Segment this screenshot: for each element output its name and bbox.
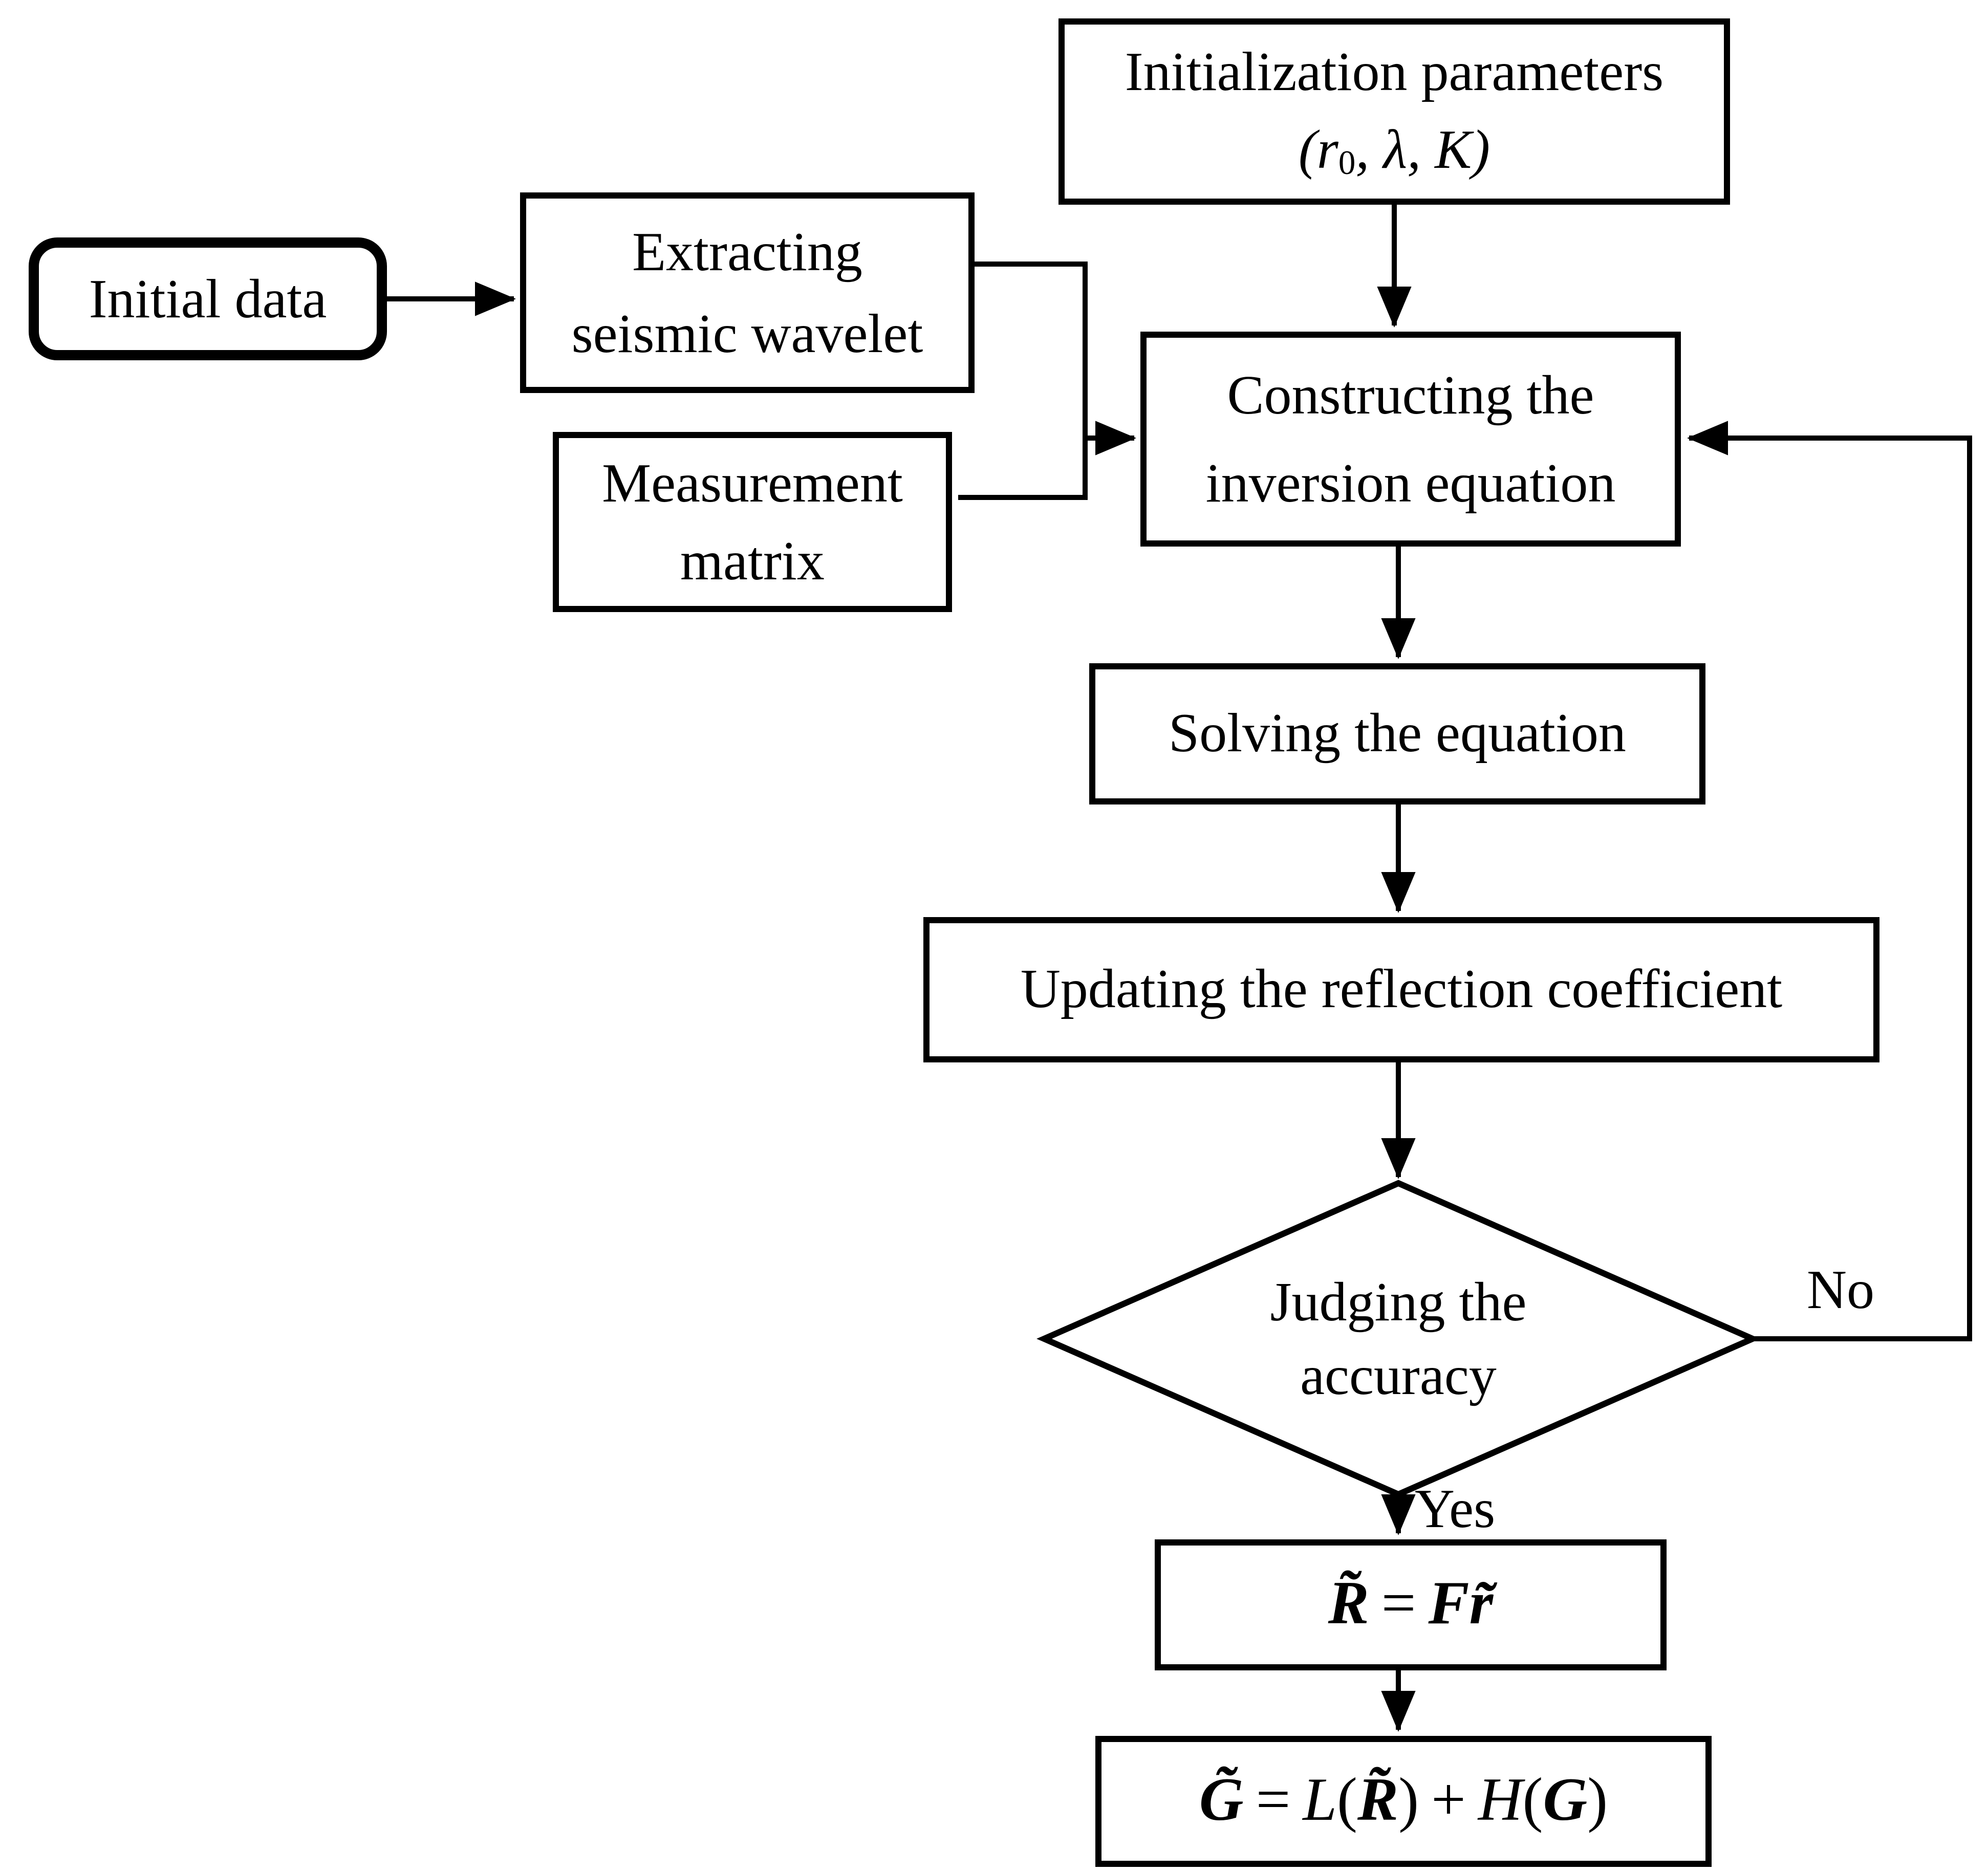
formula-r-equals: = [1381, 1570, 1416, 1638]
node-constructing-inversion-equation: Constructing the inversion equation [1140, 332, 1681, 547]
judging-line1: Judging the [1270, 1270, 1527, 1332]
constructing-line2: inversion equation [1205, 452, 1616, 514]
extracting-line2: seismic wavelet [571, 303, 923, 365]
updating-label: Updating the reflection coefficient [1020, 959, 1783, 1020]
formula-g-open2: ( [1522, 1767, 1543, 1835]
formula-g-equals: = [1256, 1767, 1291, 1835]
node-solving-equation: Solving the equation [1089, 663, 1705, 804]
node-initialization-parameters: Initialization parameters (r0, λ, K) [1058, 18, 1730, 205]
node-measurement-matrix: Measurement matrix [553, 432, 952, 612]
init-params-line1: Initialization parameters [1125, 40, 1664, 102]
node-judging-accuracy: Judging the accuracy [1194, 1257, 1603, 1421]
formula-r-F: F [1428, 1570, 1470, 1638]
init-params-line2: (r0, λ, K) [1299, 118, 1490, 183]
formula-r-lhs: R̃ [1328, 1570, 1369, 1638]
init-params-subscript: 0 [1338, 142, 1356, 182]
formula-g-lhs: G̃ [1199, 1767, 1244, 1835]
node-updating-reflection-coefficient: Updating the reflection coefficient [923, 917, 1879, 1062]
node-formula-g: G̃=L(R̃)+H(G) [1095, 1736, 1712, 1867]
formula-g-H: H [1478, 1767, 1523, 1835]
formula-g-close2: ) [1587, 1767, 1608, 1835]
edge-judging-no-feedback-to-constructing [1687, 421, 1972, 1341]
no-label: No [1807, 1259, 1874, 1320]
judging-line2: accuracy [1300, 1345, 1497, 1406]
constructing-line1: Constructing the [1227, 364, 1594, 426]
init-params-rest: , λ, K) [1355, 118, 1490, 180]
formula-g-open1: ( [1337, 1767, 1357, 1835]
measurement-line2: matrix [680, 529, 825, 591]
init-params-paren-r: (r [1298, 118, 1338, 180]
extracting-line1: Extracting [632, 220, 862, 281]
initial-data-label: Initial data [89, 268, 327, 330]
formula-g-G: G [1543, 1767, 1588, 1835]
formula-g-close1: ) [1398, 1767, 1419, 1835]
formula-g-L: L [1303, 1767, 1337, 1835]
edge-junction-extracting-measurement [958, 262, 1088, 500]
node-extracting-seismic-wavelet: Extracting seismic wavelet [520, 192, 975, 393]
measurement-line1: Measurement [602, 452, 903, 514]
formula-r-r: r̃ [1469, 1570, 1494, 1638]
judging-diamond-shape [1036, 1180, 1760, 1498]
formula-g-plus: + [1431, 1767, 1466, 1835]
node-initial-data: Initial data [29, 237, 387, 360]
solving-label: Solving the equation [1169, 703, 1626, 765]
yes-label: Yes [1415, 1478, 1496, 1539]
formula-g-R: R̃ [1357, 1767, 1399, 1835]
